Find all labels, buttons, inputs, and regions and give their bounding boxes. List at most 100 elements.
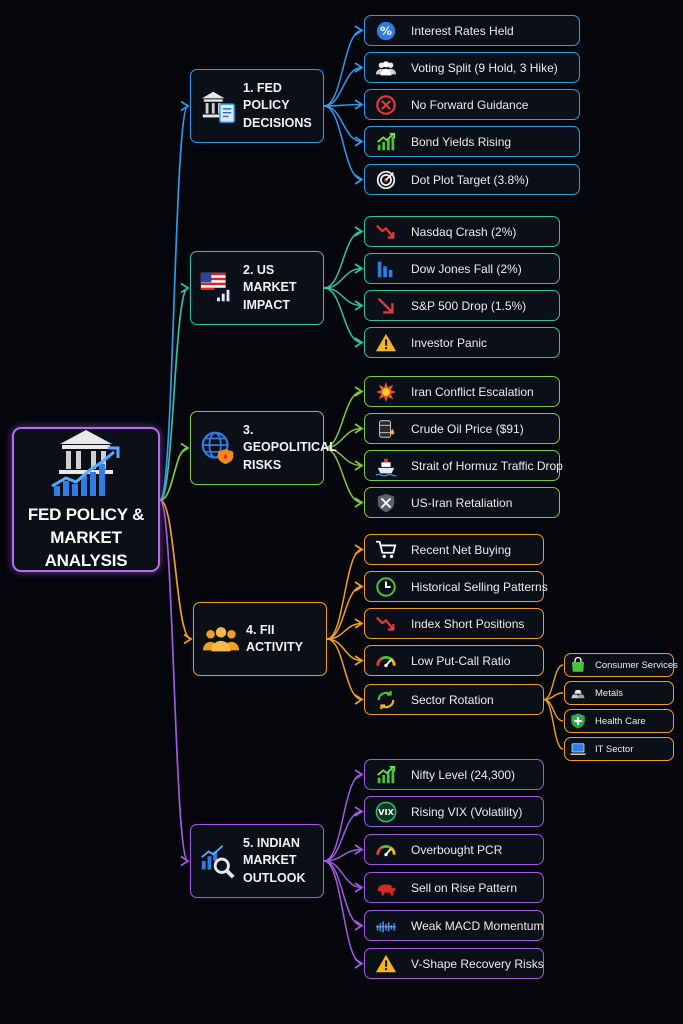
connector-line xyxy=(323,860,363,965)
leaf-label: Nasdaq Crash (2%) xyxy=(411,224,517,239)
leaf-node[interactable]: Dow Jones Fall (2%) xyxy=(364,253,560,284)
leaf-node[interactable]: Historical Selling Patterns xyxy=(364,571,548,602)
connector-line xyxy=(543,698,564,750)
connector-line xyxy=(326,622,363,640)
bar-chart-icon xyxy=(375,258,397,280)
gauge-icon xyxy=(375,839,397,861)
leaf-label: Sell on Rise Pattern xyxy=(411,880,518,895)
leaf-node[interactable]: S&P 500 Drop (1.5%) xyxy=(364,290,560,321)
leaf-label: Dot Plot Target (3.8%) xyxy=(411,172,529,187)
leaf-node[interactable]: Bond Yields Rising xyxy=(364,126,580,157)
connector-arrow xyxy=(354,497,364,508)
connector-arrow xyxy=(354,920,364,931)
leaf-node[interactable]: No Forward Guidance xyxy=(364,89,580,120)
people-icon xyxy=(375,57,397,79)
leaf-node[interactable]: Sell on Rise Pattern xyxy=(364,872,544,903)
leaf-node[interactable]: Nasdaq Crash (2%) xyxy=(364,216,560,247)
leaf-node[interactable]: Investor Panic xyxy=(364,327,560,358)
leaf-label: S&P 500 Drop (1.5%) xyxy=(411,298,527,313)
connector-line xyxy=(159,287,189,501)
leaf-node[interactable]: Sector Rotation xyxy=(364,684,544,715)
connector-line xyxy=(323,773,363,862)
connector-arrow xyxy=(354,263,364,274)
connector-line xyxy=(543,692,564,701)
leaf-node[interactable]: Voting Split (9 Hold, 3 Hike) xyxy=(364,52,580,83)
connector-arrow xyxy=(354,226,364,237)
macd-icon xyxy=(375,915,397,937)
connector-arrow xyxy=(354,62,364,73)
connector-line xyxy=(159,499,189,862)
sector-label: Health Care xyxy=(595,715,646,727)
metal-bars-icon xyxy=(569,684,587,702)
sector-node[interactable]: Health Care xyxy=(564,709,674,733)
connector-arrow xyxy=(180,282,190,294)
connector-arrow xyxy=(354,958,364,969)
connector-line xyxy=(323,105,363,181)
warning-icon xyxy=(375,953,397,975)
no-sign-icon xyxy=(375,94,397,116)
leaf-node[interactable]: US-Iran Retaliation xyxy=(364,487,560,518)
leaf-node[interactable]: Crude Oil Price ($91) xyxy=(364,413,560,444)
connector-line xyxy=(326,585,363,640)
leaf-node[interactable]: V-Shape Recovery Risks xyxy=(364,948,544,979)
category-title: 2. US MARKET IMPACT xyxy=(243,262,297,312)
leaf-node[interactable]: Iran Conflict Escalation xyxy=(364,376,560,407)
sector-node[interactable]: Metals xyxy=(564,681,674,705)
leaf-node[interactable]: %Interest Rates Held xyxy=(364,15,580,46)
category-node-us[interactable]: 2. US MARKET IMPACT xyxy=(190,251,324,325)
bank-growth-icon xyxy=(46,426,126,498)
leaf-node[interactable]: Low Put-Call Ratio xyxy=(364,645,544,676)
connector-arrow xyxy=(180,442,190,454)
connector-arrow xyxy=(354,769,364,780)
connector-arrow xyxy=(354,460,364,471)
connector-arrow xyxy=(354,581,364,592)
category-node-india[interactable]: 5. INDIAN MARKET OUTLOOK xyxy=(190,824,324,898)
leaf-label: Iran Conflict Escalation xyxy=(411,384,534,399)
leaf-node[interactable]: Strait of Hormuz Traffic Drop xyxy=(364,450,563,481)
category-node-geo[interactable]: 3. GEOPOLITICAL RISKS xyxy=(190,411,337,485)
connector-arrow xyxy=(354,136,364,147)
connector-line xyxy=(543,664,564,701)
sector-node[interactable]: Consumer Services xyxy=(564,653,678,677)
connector-line xyxy=(543,698,564,722)
category-node-fed[interactable]: 1. FED POLICY DECISIONS xyxy=(190,69,324,143)
leaf-node[interactable]: Dot Plot Target (3.8%) xyxy=(364,164,580,195)
category-title: 1. FED POLICY DECISIONS xyxy=(243,80,312,130)
rotation-icon xyxy=(375,689,397,711)
leaf-label: Sector Rotation xyxy=(411,692,494,707)
bear-icon xyxy=(375,877,397,899)
leaf-label: Index Short Positions xyxy=(411,616,525,631)
connector-line xyxy=(323,810,363,862)
vix-badge-icon: VIX xyxy=(375,801,397,823)
category-node-fii[interactable]: 4. FII ACTIVITY xyxy=(193,602,327,676)
leaf-node[interactable]: Recent Net Buying xyxy=(364,534,544,565)
connector-line xyxy=(323,66,363,107)
leaf-node[interactable]: Nifty Level (24,300) xyxy=(364,759,544,790)
connector-line xyxy=(323,447,363,504)
connector-arrow xyxy=(180,855,190,867)
leaf-label: Recent Net Buying xyxy=(411,542,512,557)
connector-arrow xyxy=(180,100,190,112)
leaf-label: Historical Selling Patterns xyxy=(411,579,548,594)
shopping-bag-icon xyxy=(569,656,587,674)
sector-node[interactable]: IT Sector xyxy=(564,737,674,761)
sector-label: Metals xyxy=(595,687,623,699)
down-trend-icon xyxy=(375,221,397,243)
connector-arrow xyxy=(354,423,364,434)
leaf-label: No Forward Guidance xyxy=(411,97,529,112)
connector-line xyxy=(326,548,363,640)
connector-arrow xyxy=(354,618,364,629)
gauge-icon xyxy=(375,650,397,672)
rising-bars-icon xyxy=(375,131,397,153)
root-node[interactable]: FED POLICY & MARKET ANALYSIS xyxy=(12,427,160,572)
connector-line xyxy=(323,848,363,862)
root-title: FED POLICY & MARKET ANALYSIS xyxy=(27,505,145,570)
leaf-node[interactable]: Weak MACD Momentum xyxy=(364,910,544,941)
leaf-node[interactable]: Overbought PCR xyxy=(364,834,544,865)
connector-arrow xyxy=(354,844,364,855)
category-title: 4. FII ACTIVITY xyxy=(246,622,303,655)
leaf-node[interactable]: Index Short Positions xyxy=(364,608,544,639)
connector-arrow xyxy=(354,99,364,110)
svg-text:VIX: VIX xyxy=(378,807,394,817)
